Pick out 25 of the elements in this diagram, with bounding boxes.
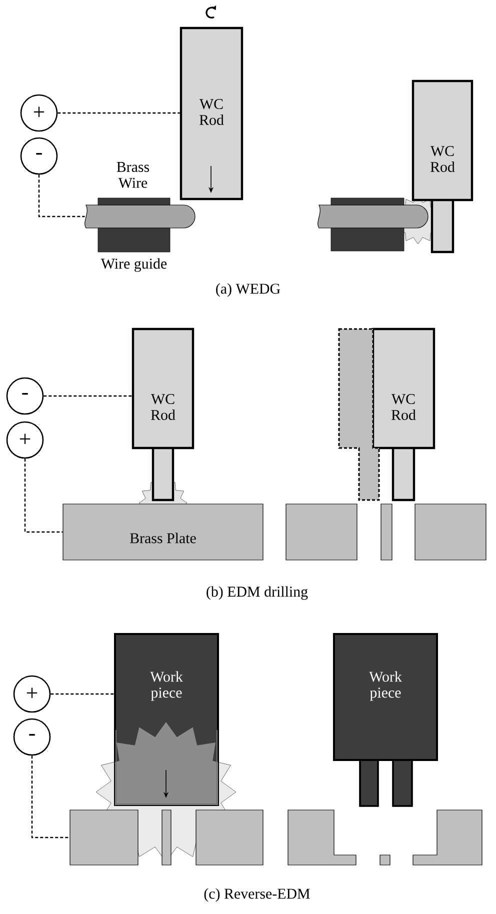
wire-line <box>38 174 85 218</box>
workpiece: Work piece <box>333 633 438 807</box>
rod: WC Rod <box>132 328 194 502</box>
plate <box>70 810 138 866</box>
part-label: Wire guide <box>100 258 167 272</box>
panel-caption: (c) Reverse-EDM <box>204 888 310 902</box>
plate <box>414 504 486 560</box>
panel-caption: (b) EDM drilling <box>206 586 308 600</box>
panel-caption: (a) WEDG <box>216 283 280 297</box>
rod: WC Rod <box>180 26 244 200</box>
previous-rod-outline <box>338 328 380 501</box>
brass-wire <box>84 204 196 228</box>
node-label: Work piece <box>150 671 183 701</box>
plate <box>286 504 358 560</box>
wire-line <box>31 756 70 838</box>
rod: WC Rod <box>412 80 474 254</box>
wire-line <box>24 458 63 533</box>
wire-line <box>44 395 132 397</box>
brass-wire <box>318 204 428 228</box>
workpiece: Work piece <box>114 633 219 806</box>
rod: WC Rod <box>372 328 436 502</box>
plate: Brass Plate <box>62 504 264 560</box>
wire-line <box>50 693 114 695</box>
wire-line <box>58 112 180 114</box>
part-label: Brass Wire <box>116 162 150 188</box>
